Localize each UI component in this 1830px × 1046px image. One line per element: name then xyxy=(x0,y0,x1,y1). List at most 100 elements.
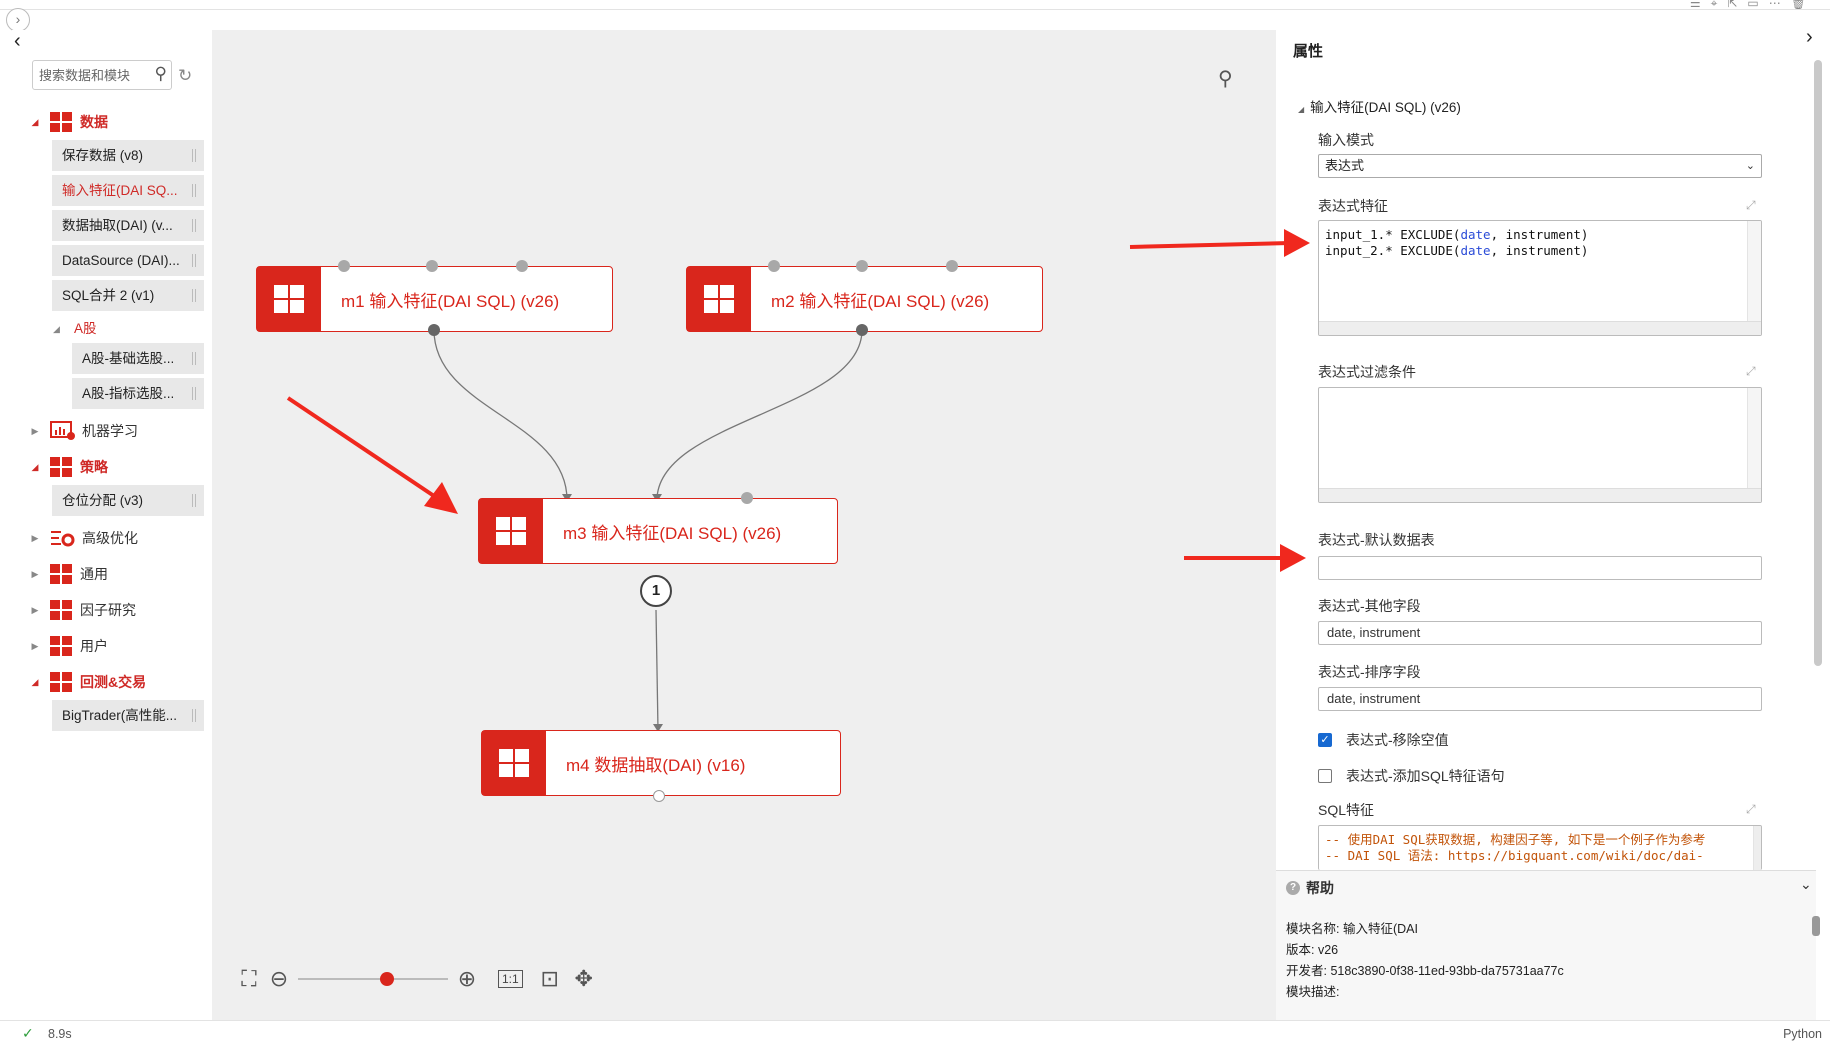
module-item-a-indicator-select[interactable]: A股-指标选股... xyxy=(72,378,204,409)
trash-icon[interactable]: 🗑 xyxy=(1790,0,1806,10)
input-port[interactable] xyxy=(516,260,528,272)
expand-cell-button[interactable]: › xyxy=(6,8,30,32)
category-factor-research[interactable]: ▶ 因子研究 xyxy=(28,592,204,628)
zoom-slider[interactable] xyxy=(298,964,448,994)
node-m3[interactable]: m3 输入特征(DAI SQL) (v26) xyxy=(478,498,838,564)
category-backtest[interactable]: ◢ 回测&交易 xyxy=(28,664,204,700)
layout-icon[interactable]: ▭ xyxy=(1747,0,1759,10)
module-item-position-allocation[interactable]: 仓位分配 (v3) xyxy=(52,485,204,516)
collapsed-arrow-icon[interactable]: ▶ xyxy=(31,604,39,615)
chevron-down-icon[interactable]: ⌄ xyxy=(1800,876,1812,892)
expand-editor-icon[interactable]: ⤢ xyxy=(1746,198,1756,212)
drag-handle-icon[interactable] xyxy=(192,289,196,302)
drag-handle-icon[interactable] xyxy=(192,709,196,722)
expand-editor-icon[interactable]: ⤢ xyxy=(1746,364,1756,378)
help-scrollbar[interactable] xyxy=(1812,916,1820,936)
expand-editor-icon[interactable]: ⤢ xyxy=(1746,802,1756,816)
collapsed-arrow-icon[interactable]: ▶ xyxy=(31,532,39,543)
drag-handle-icon[interactable] xyxy=(192,387,196,400)
expanded-arrow-icon[interactable]: ◢ xyxy=(53,324,60,334)
expr-features-editor[interactable]: input_1.* EXCLUDE(date, instrument)input… xyxy=(1318,220,1762,336)
fit-screen-icon[interactable]: ⛶ xyxy=(241,966,257,991)
expanded-arrow-icon[interactable]: ◢ xyxy=(1298,105,1305,114)
input-port[interactable] xyxy=(426,260,438,272)
drag-handle-icon[interactable] xyxy=(192,149,196,162)
expanded-arrow-icon[interactable]: ◢ xyxy=(31,676,39,687)
move-icon[interactable]: ✥ xyxy=(574,966,593,991)
expanded-arrow-icon[interactable]: ◢ xyxy=(31,461,39,472)
module-item-a-basic-select[interactable]: A股-基础选股... xyxy=(72,343,204,374)
category-general[interactable]: ▶ 通用 xyxy=(28,556,204,592)
actual-size-button[interactable]: 1:1 xyxy=(498,970,523,988)
pointer-icon[interactable]: ⌖ xyxy=(1710,0,1718,10)
drag-handle-icon[interactable] xyxy=(192,219,196,232)
help-title[interactable]: ?帮助 xyxy=(1286,878,1334,898)
category-strategy[interactable]: ◢ 策略 xyxy=(28,449,204,485)
expr-default-table-input[interactable] xyxy=(1318,556,1762,580)
module-item-save-data[interactable]: 保存数据 (v8) xyxy=(52,140,204,171)
editor-hscrollbar[interactable] xyxy=(1319,488,1761,502)
list-icon[interactable]: ☰ xyxy=(1689,0,1701,10)
module-item-data-extract[interactable]: 数据抽取(DAI) (v... xyxy=(52,210,204,241)
editor-hscrollbar[interactable] xyxy=(1319,321,1761,335)
refresh-icon[interactable]: ↻ xyxy=(178,66,193,85)
workflow-canvas[interactable]: m1 输入特征(DAI SQL) (v26) m2 输入特征(DAI SQL) … xyxy=(212,30,1276,1020)
module-item-datasource[interactable]: DataSource (DAI)... xyxy=(52,245,204,276)
properties-section-header[interactable]: ◢输入特征(DAI SQL) (v26) xyxy=(1298,100,1461,115)
subcategory-a-share[interactable]: ◢ A股 xyxy=(28,315,204,343)
expr-filter-editor[interactable] xyxy=(1318,387,1762,503)
collapsed-arrow-icon[interactable]: ▶ xyxy=(31,640,39,651)
node-output-count-badge[interactable]: 1 xyxy=(640,575,672,607)
node-m2[interactable]: m2 输入特征(DAI SQL) (v26) xyxy=(686,266,1043,332)
expr-other-fields-input[interactable]: date, instrument xyxy=(1318,621,1762,645)
cursor-icon[interactable]: ⇱ xyxy=(1727,0,1738,10)
more-icon[interactable]: ⋯ xyxy=(1768,0,1781,10)
add-sql-checkbox[interactable]: 表达式-添加SQL特征语句 xyxy=(1318,766,1505,786)
editor-scrollbar[interactable] xyxy=(1753,826,1761,870)
input-port[interactable] xyxy=(946,260,958,272)
remove-nulls-checkbox[interactable]: ✓表达式-移除空值 xyxy=(1318,730,1449,750)
zoom-out-icon[interactable]: ⊖ xyxy=(269,966,289,991)
properties-scrollbar[interactable] xyxy=(1814,60,1822,666)
editor-scrollbar[interactable] xyxy=(1747,221,1761,335)
collapsed-arrow-icon[interactable]: ▶ xyxy=(31,568,39,579)
collapsed-arrow-icon[interactable]: ▶ xyxy=(31,425,39,436)
checkbox[interactable]: ✓ xyxy=(1318,733,1332,747)
module-item-sql-merge[interactable]: SQL合并 2 (v1) xyxy=(52,280,204,311)
search-icon[interactable]: ⚲ xyxy=(154,64,167,83)
module-item-bigtrader[interactable]: BigTrader(高性能... xyxy=(52,700,204,731)
center-icon[interactable]: ⊡ xyxy=(540,966,559,991)
module-search-input[interactable] xyxy=(33,61,137,89)
canvas-search-icon[interactable]: ⚲ xyxy=(1218,68,1233,90)
zoom-slider-knob[interactable] xyxy=(379,972,394,986)
category-ml[interactable]: ▶ 机器学习 xyxy=(28,413,204,449)
zoom-in-icon[interactable]: ⊕ xyxy=(457,966,477,991)
sql-features-editor[interactable]: -- 使用DAI SQL获取数据, 构建因子等, 如下是一个例子作为参考-- D… xyxy=(1318,825,1762,870)
output-port[interactable] xyxy=(856,324,868,336)
expanded-arrow-icon[interactable]: ◢ xyxy=(31,116,39,127)
output-port[interactable] xyxy=(428,324,440,336)
drag-handle-icon[interactable] xyxy=(192,184,196,197)
collapse-left-icon[interactable]: ‹ xyxy=(14,30,21,52)
category-user[interactable]: ▶ 用户 xyxy=(28,628,204,664)
module-search-box[interactable]: ⚲ xyxy=(32,60,172,90)
input-port[interactable] xyxy=(768,260,780,272)
drag-handle-icon[interactable] xyxy=(192,494,196,507)
input-mode-select[interactable]: 表达式⌄ xyxy=(1318,154,1762,178)
category-optimization[interactable]: ▶ 高级优化 xyxy=(28,520,204,556)
category-data[interactable]: ◢ 数据 xyxy=(28,104,204,140)
help-icon: ? xyxy=(1286,881,1300,895)
input-port[interactable] xyxy=(856,260,868,272)
input-port[interactable] xyxy=(741,492,753,504)
node-m4[interactable]: m4 数据抽取(DAI) (v16) xyxy=(481,730,841,796)
checkbox[interactable] xyxy=(1318,769,1332,783)
drag-handle-icon[interactable] xyxy=(192,352,196,365)
expr-sort-fields-input[interactable]: date, instrument xyxy=(1318,687,1762,711)
node-m1[interactable]: m1 输入特征(DAI SQL) (v26) xyxy=(256,266,613,332)
input-port[interactable] xyxy=(338,260,350,272)
editor-scrollbar[interactable] xyxy=(1747,388,1761,502)
drag-handle-icon[interactable] xyxy=(192,254,196,267)
collapse-right-icon[interactable]: › xyxy=(1806,26,1813,48)
output-port[interactable] xyxy=(653,790,665,802)
module-item-input-features[interactable]: 输入特征(DAI SQ... xyxy=(52,175,204,206)
